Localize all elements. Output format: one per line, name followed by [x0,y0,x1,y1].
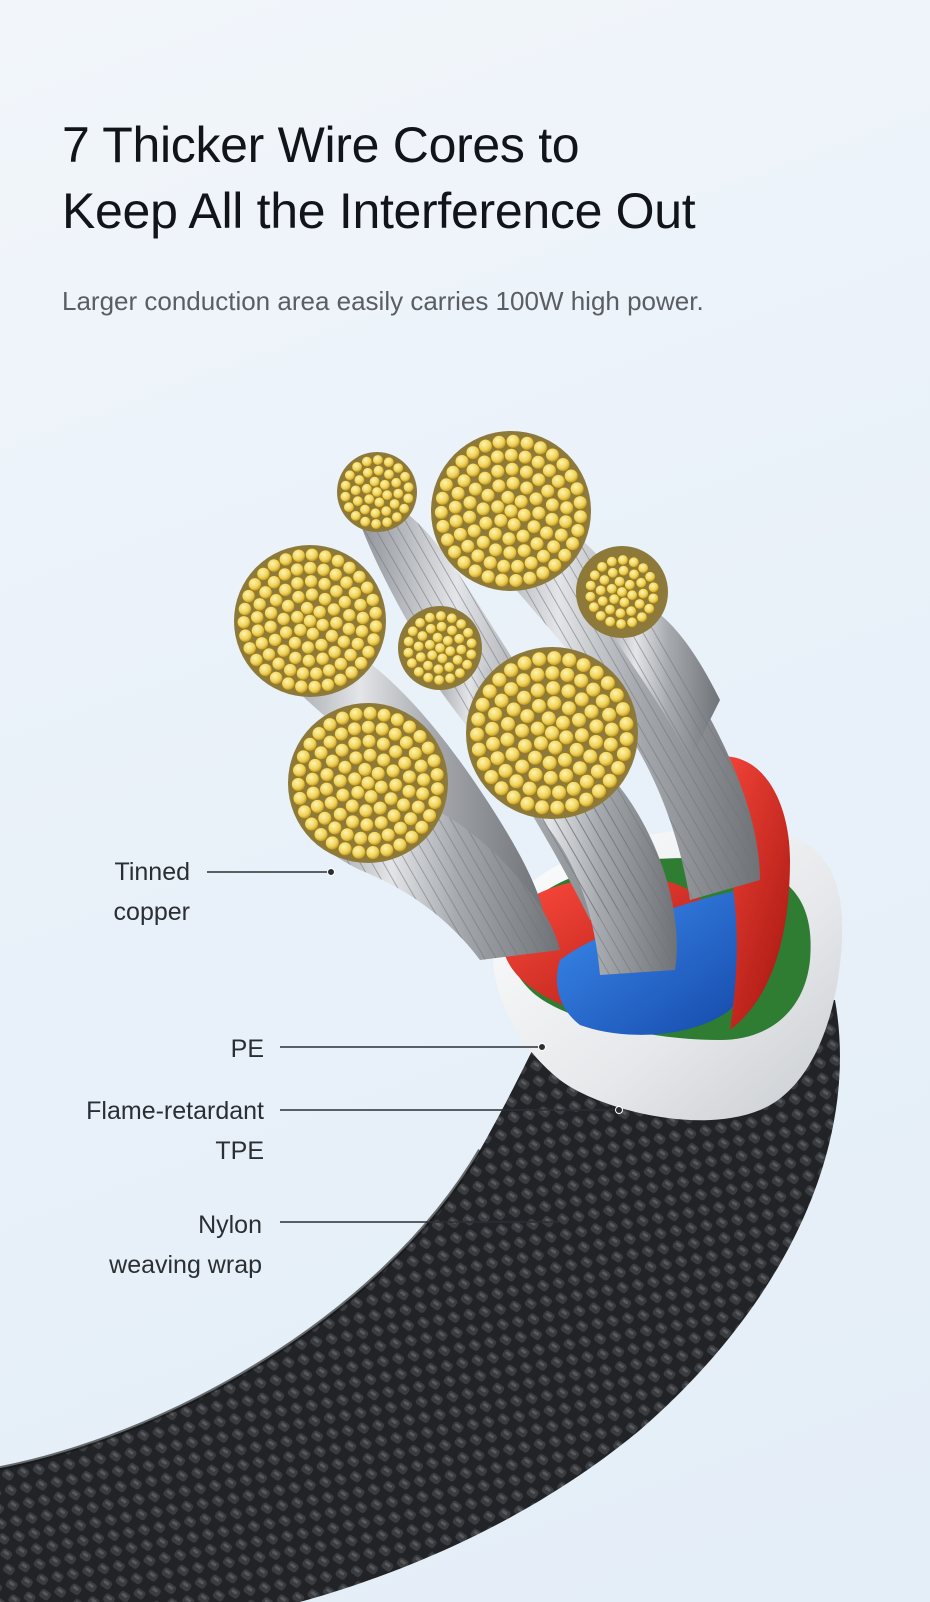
copper-core-3 [576,546,668,638]
copper-core-7 [288,703,448,863]
callout-nylon-line2: weaving wrap [109,1251,262,1279]
title-line-1: 7 Thicker Wire Cores to [62,117,580,173]
nylon-braid-layer [0,1000,840,1602]
callout-leader-lines [207,868,623,1223]
callout-tpe-line1: Flame-retardant [86,1097,264,1125]
callout-tinned-copper-line1: Tinned [114,858,190,886]
title-line-2: Keep All the Interference Out [62,183,696,239]
copper-core-2 [431,431,591,591]
callout-tinned-copper: Tinned copper [40,852,190,932]
callout-tinned-copper-line2: copper [113,898,190,926]
callout-pe-line1: PE [230,1035,264,1063]
copper-core-4 [234,545,386,697]
callout-nylon: Nylon weaving wrap [40,1205,262,1285]
copper-core-5 [398,606,482,690]
leader-dot-tpe [615,1106,623,1114]
tinned-copper-cores [234,431,668,863]
copper-core-6 [466,647,638,819]
page-title: 7 Thicker Wire Cores to Keep All the Int… [62,112,882,244]
page-subtitle: Larger conduction area easily carries 10… [62,286,704,316]
callout-tpe-line2: TPE [215,1137,264,1165]
callout-nylon-line1: Nylon [198,1211,262,1239]
copper-core-1 [337,452,417,532]
callout-tpe: Flame-retardant TPE [20,1091,264,1171]
leader-dot-tinned-copper [327,868,335,876]
callout-pe: PE [40,1029,264,1069]
leader-dot-pe [538,1043,546,1051]
